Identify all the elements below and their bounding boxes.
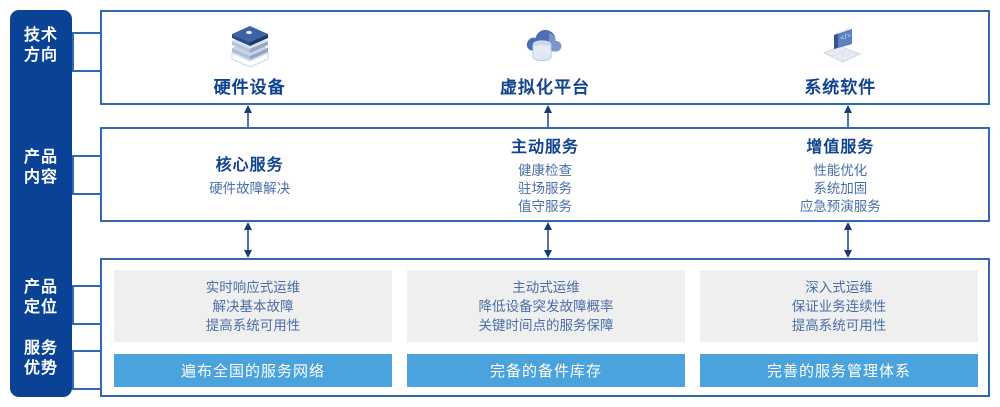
positioning-line: 降低设备突发故障概率 [478, 298, 614, 314]
positioning-line: 深入式运维 [805, 279, 873, 295]
arrow-bidirectional-column-3 [841, 222, 855, 258]
rail-label-line2: 内容 [23, 169, 58, 186]
tech-item-system-software[interactable]: </> 系统软件 [693, 12, 988, 103]
arrow-up-virtualization [541, 105, 555, 127]
content-column-core-service[interactable]: 核心服务 硬件故障解决 [102, 129, 397, 220]
positioning-box-3[interactable]: 深入式运维 保证业务连续性 提高系统可用性 [700, 270, 978, 342]
positioning-line: 实时响应式运维 [205, 279, 301, 295]
positioning-line: 提高系统可用性 [205, 317, 301, 333]
content-item: 性能优化 [813, 163, 868, 178]
server-stack-icon [224, 21, 276, 69]
positioning-box-1[interactable]: 实时响应式运维 解决基本故障 提高系统可用性 [114, 270, 392, 342]
content-column-title: 核心服务 [215, 157, 284, 174]
arrow-bidirectional-column-1 [241, 222, 255, 258]
content-item: 健康检查 [517, 163, 572, 178]
arrow-bidirectional-column-2 [541, 222, 555, 258]
positioning-line: 主动式运维 [512, 279, 580, 295]
product-content-panel: 核心服务 硬件故障解决 主动服务 健康检查 驻场服务 值守服务 增值服务 性能优… [100, 127, 990, 222]
rail-label-line1: 产品 [23, 149, 58, 166]
rail-label-line2: 定位 [23, 299, 58, 316]
advantage-row: 遍布全国的服务网络 完备的备件库存 完善的服务管理体系 [114, 354, 978, 387]
tech-item-label: 硬件设备 [213, 78, 286, 97]
positioning-line: 解决基本故障 [212, 298, 294, 314]
content-column-value-added-service[interactable]: 增值服务 性能优化 系统加固 应急预演服务 [693, 129, 988, 220]
rail-label-line1: 技术 [23, 27, 58, 44]
tech-item-label: 系统软件 [804, 78, 877, 97]
positioning-advantage-grid: 实时响应式运维 解决基本故障 提高系统可用性 主动式运维 降低设备突发故障概率 … [114, 270, 978, 387]
arrow-up-system-software [841, 105, 855, 127]
rail-label-product-content: 产品 内容 [10, 148, 72, 188]
positioning-line: 提高系统可用性 [791, 317, 887, 333]
positioning-advantage-panel: 实时响应式运维 解决基本故障 提高系统可用性 主动式运维 降低设备突发故障概率 … [100, 258, 990, 397]
tech-item-hardware[interactable]: 硬件设备 [102, 12, 397, 103]
content-item: 硬件故障解决 [209, 181, 291, 196]
rail-label-tech-direction: 技术 方向 [10, 26, 72, 66]
rail-label-line1: 服务 [23, 340, 58, 357]
advantage-bar-3[interactable]: 完善的服务管理体系 [700, 354, 978, 387]
rail-label-line1: 产品 [23, 279, 58, 296]
content-item: 驻场服务 [517, 181, 572, 196]
rail-label-product-positioning: 产品 定位 [10, 278, 72, 318]
bracket-connector-product-positioning [72, 285, 104, 325]
content-column-title: 增值服务 [806, 139, 875, 156]
category-rail [10, 10, 72, 397]
tech-item-virtualization[interactable]: 虚拟化平台 [397, 12, 692, 103]
bracket-connector-tech-direction [72, 32, 104, 72]
content-item: 系统加固 [813, 181, 868, 196]
content-column-proactive-service[interactable]: 主动服务 健康检查 驻场服务 值守服务 [397, 129, 692, 220]
tech-direction-row: 硬件设备 [102, 12, 988, 103]
content-column-title: 主动服务 [510, 139, 579, 156]
arrow-up-hardware [241, 105, 255, 127]
bracket-connector-service-advantage [72, 350, 104, 390]
rail-label-line2: 方向 [23, 47, 58, 64]
laptop-code-icon: </> [812, 21, 868, 69]
content-item: 应急预演服务 [799, 199, 881, 214]
rail-label-line2: 优势 [23, 360, 58, 377]
advantage-bar-2[interactable]: 完备的备件库存 [407, 354, 685, 387]
bracket-connector-product-content [72, 155, 104, 195]
positioning-line: 保证业务连续性 [791, 298, 887, 314]
tech-direction-panel: 硬件设备 [100, 10, 990, 105]
cloud-database-icon [519, 21, 571, 69]
positioning-box-2[interactable]: 主动式运维 降低设备突发故障概率 关键时间点的服务保障 [407, 270, 685, 342]
svg-text:</>: </> [840, 32, 853, 42]
positioning-row: 实时响应式运维 解决基本故障 提高系统可用性 主动式运维 降低设备突发故障概率 … [114, 270, 978, 342]
positioning-line: 关键时间点的服务保障 [478, 317, 614, 333]
product-content-row: 核心服务 硬件故障解决 主动服务 健康检查 驻场服务 值守服务 增值服务 性能优… [102, 129, 988, 220]
advantage-bar-1[interactable]: 遍布全国的服务网络 [114, 354, 392, 387]
rail-label-service-advantage: 服务 优势 [10, 339, 72, 379]
content-item: 值守服务 [517, 199, 572, 214]
tech-item-label: 虚拟化平台 [499, 78, 590, 97]
